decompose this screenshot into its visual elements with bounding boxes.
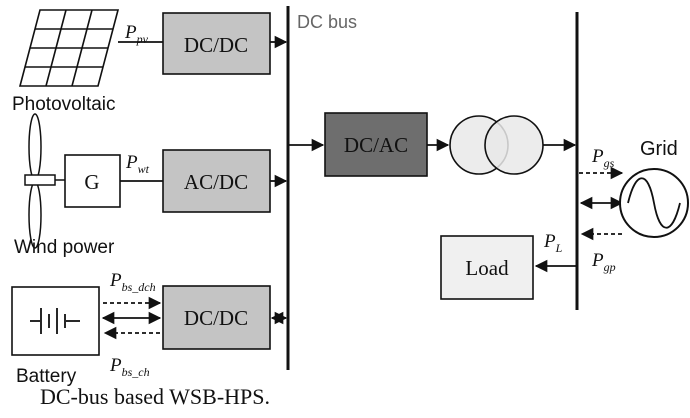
power-label-wt-sub: wt	[138, 162, 150, 176]
power-label-gp: Pgp	[591, 250, 616, 274]
battery-dcdc-label: DC/DC	[184, 306, 248, 330]
power-label-gp-base: P	[591, 250, 604, 271]
battery-label: Battery	[16, 366, 77, 387]
power-label-load-sub: L	[555, 241, 563, 255]
grid-label: Grid	[640, 138, 678, 160]
pv-dcdc-converter	[162, 12, 271, 75]
pv-dcdc-label: DC/DC	[184, 33, 248, 57]
inverter-dcac	[324, 112, 428, 177]
wind-acdc-label: AC/DC	[184, 170, 248, 194]
power-label-gs: Pgs	[591, 146, 615, 170]
power-label-pv-base: P	[124, 22, 137, 43]
power-label-load-base: P	[543, 231, 556, 252]
power-label-gp-sub: gp	[604, 260, 616, 274]
photovoltaic-label: Photovoltaic	[12, 94, 116, 115]
figure-caption: DC-bus based WSB-HPS.	[40, 384, 271, 409]
load-box	[440, 235, 534, 300]
wind-acdc-converter	[162, 149, 271, 213]
power-label-bs-dch: Pbs_dch	[109, 270, 156, 294]
battery-icon	[30, 308, 80, 334]
power-label-bs-ch-sub: bs_ch	[122, 365, 150, 379]
power-label-gs-base: P	[591, 146, 604, 167]
power-label-wt-base: P	[125, 152, 138, 173]
load-label: Load	[465, 256, 509, 280]
power-label-bs-dch-sub: bs_dch	[122, 280, 156, 294]
battery-dcdc-converter	[162, 285, 271, 350]
wind-turbine-icon	[24, 113, 65, 249]
photovoltaic-panel-icon	[18, 9, 120, 87]
power-label-load: PL	[543, 231, 563, 255]
generator-label: G	[84, 170, 99, 194]
power-label-gs-sub: gs	[604, 156, 615, 170]
power-label-wt: Pwt	[125, 152, 150, 176]
transformer-icon	[449, 115, 544, 175]
power-label-bs-ch: Pbs_ch	[109, 355, 150, 379]
power-label-pv-sub: pv	[136, 32, 149, 46]
inverter-label: DC/AC	[344, 133, 408, 157]
power-label-bs-ch-base: P	[109, 355, 122, 376]
dc-bus-label: DC bus	[297, 12, 357, 32]
power-label-bs-dch-base: P	[109, 270, 122, 291]
wind-power-label: Wind power	[14, 237, 115, 258]
sine-wave-icon	[627, 177, 681, 229]
battery-box	[11, 286, 100, 356]
generator-box	[64, 154, 121, 208]
